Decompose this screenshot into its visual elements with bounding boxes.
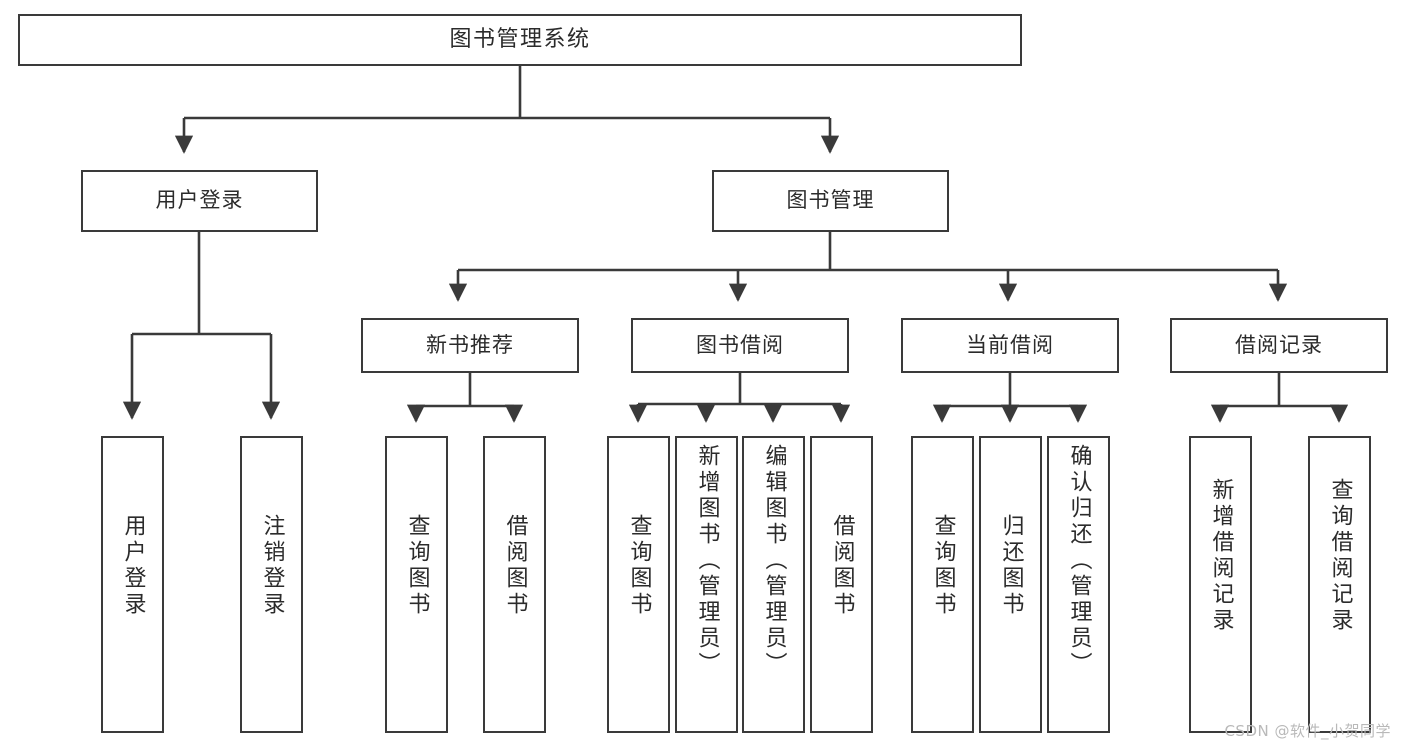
- leaf-borrow-book-label: 借阅图书: [829, 514, 855, 618]
- leaf-user-login[interactable]: 用户登录: [101, 436, 164, 733]
- leaf-query-book-recommend[interactable]: 查询图书: [385, 436, 448, 733]
- leaf-confirm-return-admin-label: 确认归还（管理员）: [1066, 444, 1092, 678]
- leaf-edit-book-admin[interactable]: 编辑图书（管理员）: [742, 436, 805, 733]
- leaf-edit-book-admin-label: 编辑图书（管理员）: [761, 444, 787, 678]
- node-borrow-record[interactable]: 借阅记录: [1170, 318, 1388, 373]
- leaf-return-book-label: 归还图书: [998, 514, 1024, 618]
- node-root-label: 图书管理系统: [449, 26, 591, 52]
- node-user-login-label: 用户登录: [155, 188, 244, 213]
- node-user-login[interactable]: 用户登录: [81, 170, 318, 232]
- leaf-borrow-book[interactable]: 借阅图书: [810, 436, 873, 733]
- node-book-borrow-label: 图书借阅: [696, 332, 784, 357]
- node-book-management[interactable]: 图书管理: [712, 170, 949, 232]
- leaf-add-borrow-record[interactable]: 新增借阅记录: [1189, 436, 1252, 733]
- leaf-query-borrow-record-label: 查询借阅记录: [1327, 478, 1353, 634]
- leaf-user-logout-label: 注销登录: [259, 514, 285, 618]
- node-new-book-recommend-label: 新书推荐: [426, 332, 514, 357]
- leaf-query-borrow-record[interactable]: 查询借阅记录: [1308, 436, 1371, 733]
- node-root[interactable]: 图书管理系统: [18, 14, 1022, 66]
- leaf-query-book-current-label: 查询图书: [930, 514, 956, 618]
- watermark: CSDN @软件_小贺同学: [1224, 722, 1391, 740]
- node-borrow-record-label: 借阅记录: [1235, 332, 1323, 357]
- leaf-query-book-recommend-label: 查询图书: [404, 514, 430, 618]
- leaf-confirm-return-admin[interactable]: 确认归还（管理员）: [1047, 436, 1110, 733]
- node-current-borrow[interactable]: 当前借阅: [901, 318, 1119, 373]
- leaf-user-logout[interactable]: 注销登录: [240, 436, 303, 733]
- node-current-borrow-label: 当前借阅: [966, 332, 1054, 357]
- leaf-add-borrow-record-label: 新增借阅记录: [1208, 478, 1234, 634]
- leaf-return-book[interactable]: 归还图书: [979, 436, 1042, 733]
- leaf-borrow-book-recommend-label: 借阅图书: [502, 514, 528, 618]
- leaf-add-book-admin-label: 新增图书（管理员）: [694, 444, 720, 678]
- leaf-query-book[interactable]: 查询图书: [607, 436, 670, 733]
- leaf-add-book-admin[interactable]: 新增图书（管理员）: [675, 436, 738, 733]
- node-new-book-recommend[interactable]: 新书推荐: [361, 318, 579, 373]
- node-book-management-label: 图书管理: [786, 188, 875, 213]
- node-book-borrow[interactable]: 图书借阅: [631, 318, 849, 373]
- leaf-query-book-current[interactable]: 查询图书: [911, 436, 974, 733]
- leaf-query-book-label: 查询图书: [626, 514, 652, 618]
- leaf-borrow-book-recommend[interactable]: 借阅图书: [483, 436, 546, 733]
- leaf-user-login-label: 用户登录: [120, 514, 146, 618]
